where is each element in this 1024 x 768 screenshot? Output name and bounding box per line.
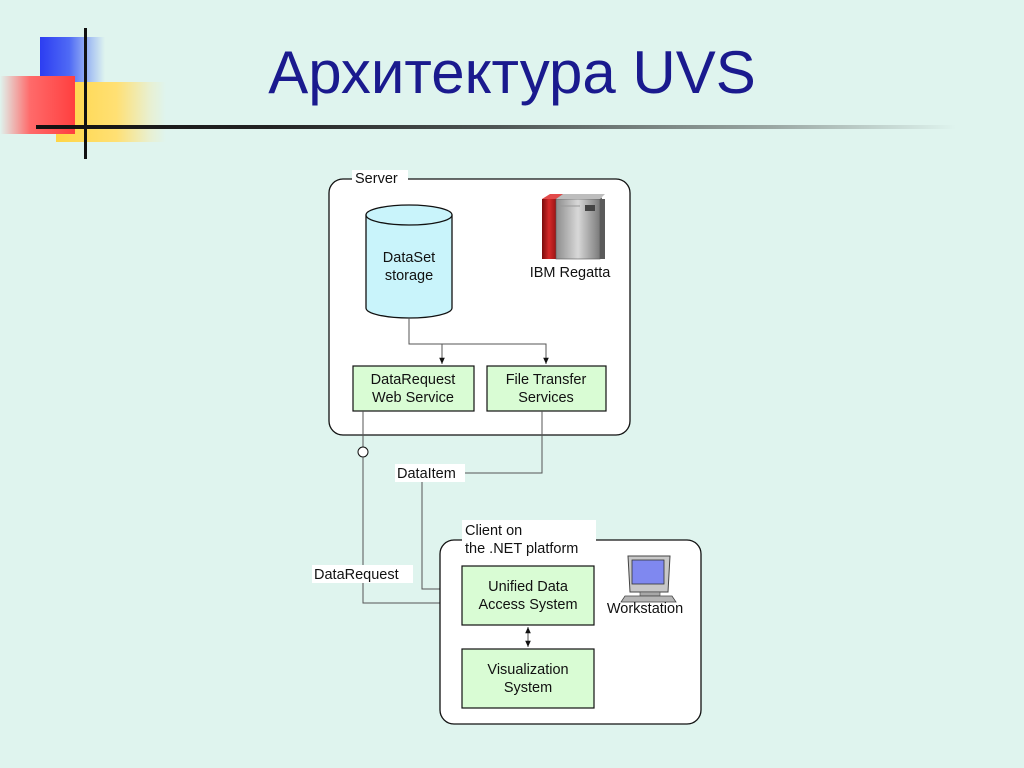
dataset-storage-label-line1: DataSet bbox=[383, 250, 435, 266]
dataitem-label: DataItem bbox=[397, 466, 456, 482]
datarequest-label: DataRequest bbox=[314, 567, 399, 583]
visualization-system-box: Visualization System bbox=[461, 648, 595, 709]
datarequest-label-bg bbox=[312, 565, 413, 583]
visualization-line2: System bbox=[504, 680, 552, 696]
file-transfer-line1: File Transfer bbox=[506, 372, 587, 388]
slide-title: Архитектура UVS bbox=[268, 39, 756, 106]
dataset-storage-label-line2: storage bbox=[385, 268, 433, 284]
client-group-label-line2: the .NET platform bbox=[465, 541, 578, 557]
dataset-storage-cylinder: DataSet storage bbox=[365, 204, 453, 319]
dataitem-label-bg bbox=[395, 464, 465, 482]
datarequest-ws-line2: Web Service bbox=[372, 390, 454, 406]
computer-icon bbox=[620, 555, 677, 603]
decor-red-square bbox=[0, 76, 75, 134]
datarequest-web-service-box: DataRequest Web Service bbox=[352, 365, 475, 412]
storage-connectors bbox=[408, 318, 549, 364]
datarequest-ws-line1: DataRequest bbox=[371, 372, 456, 388]
unified-data-access-system-box: Unified Data Access System bbox=[461, 565, 595, 626]
workstation-label: Workstation bbox=[607, 601, 683, 617]
server-group-label: Server bbox=[355, 171, 398, 187]
datarequest-interface bbox=[357, 411, 460, 606]
decor-vertical-line bbox=[84, 28, 87, 159]
file-transfer-services-box: File Transfer Services bbox=[486, 365, 607, 412]
client-group-label-line1: Client on bbox=[465, 523, 522, 539]
udas-line2: Access System bbox=[478, 597, 577, 613]
file-transfer-line2: Services bbox=[518, 390, 574, 406]
visualization-line1: Visualization bbox=[487, 662, 568, 678]
udas-line1: Unified Data bbox=[488, 579, 569, 595]
title-underline bbox=[36, 125, 956, 129]
server-icon bbox=[542, 194, 605, 260]
ibm-regatta-label: IBM Regatta bbox=[530, 265, 612, 281]
